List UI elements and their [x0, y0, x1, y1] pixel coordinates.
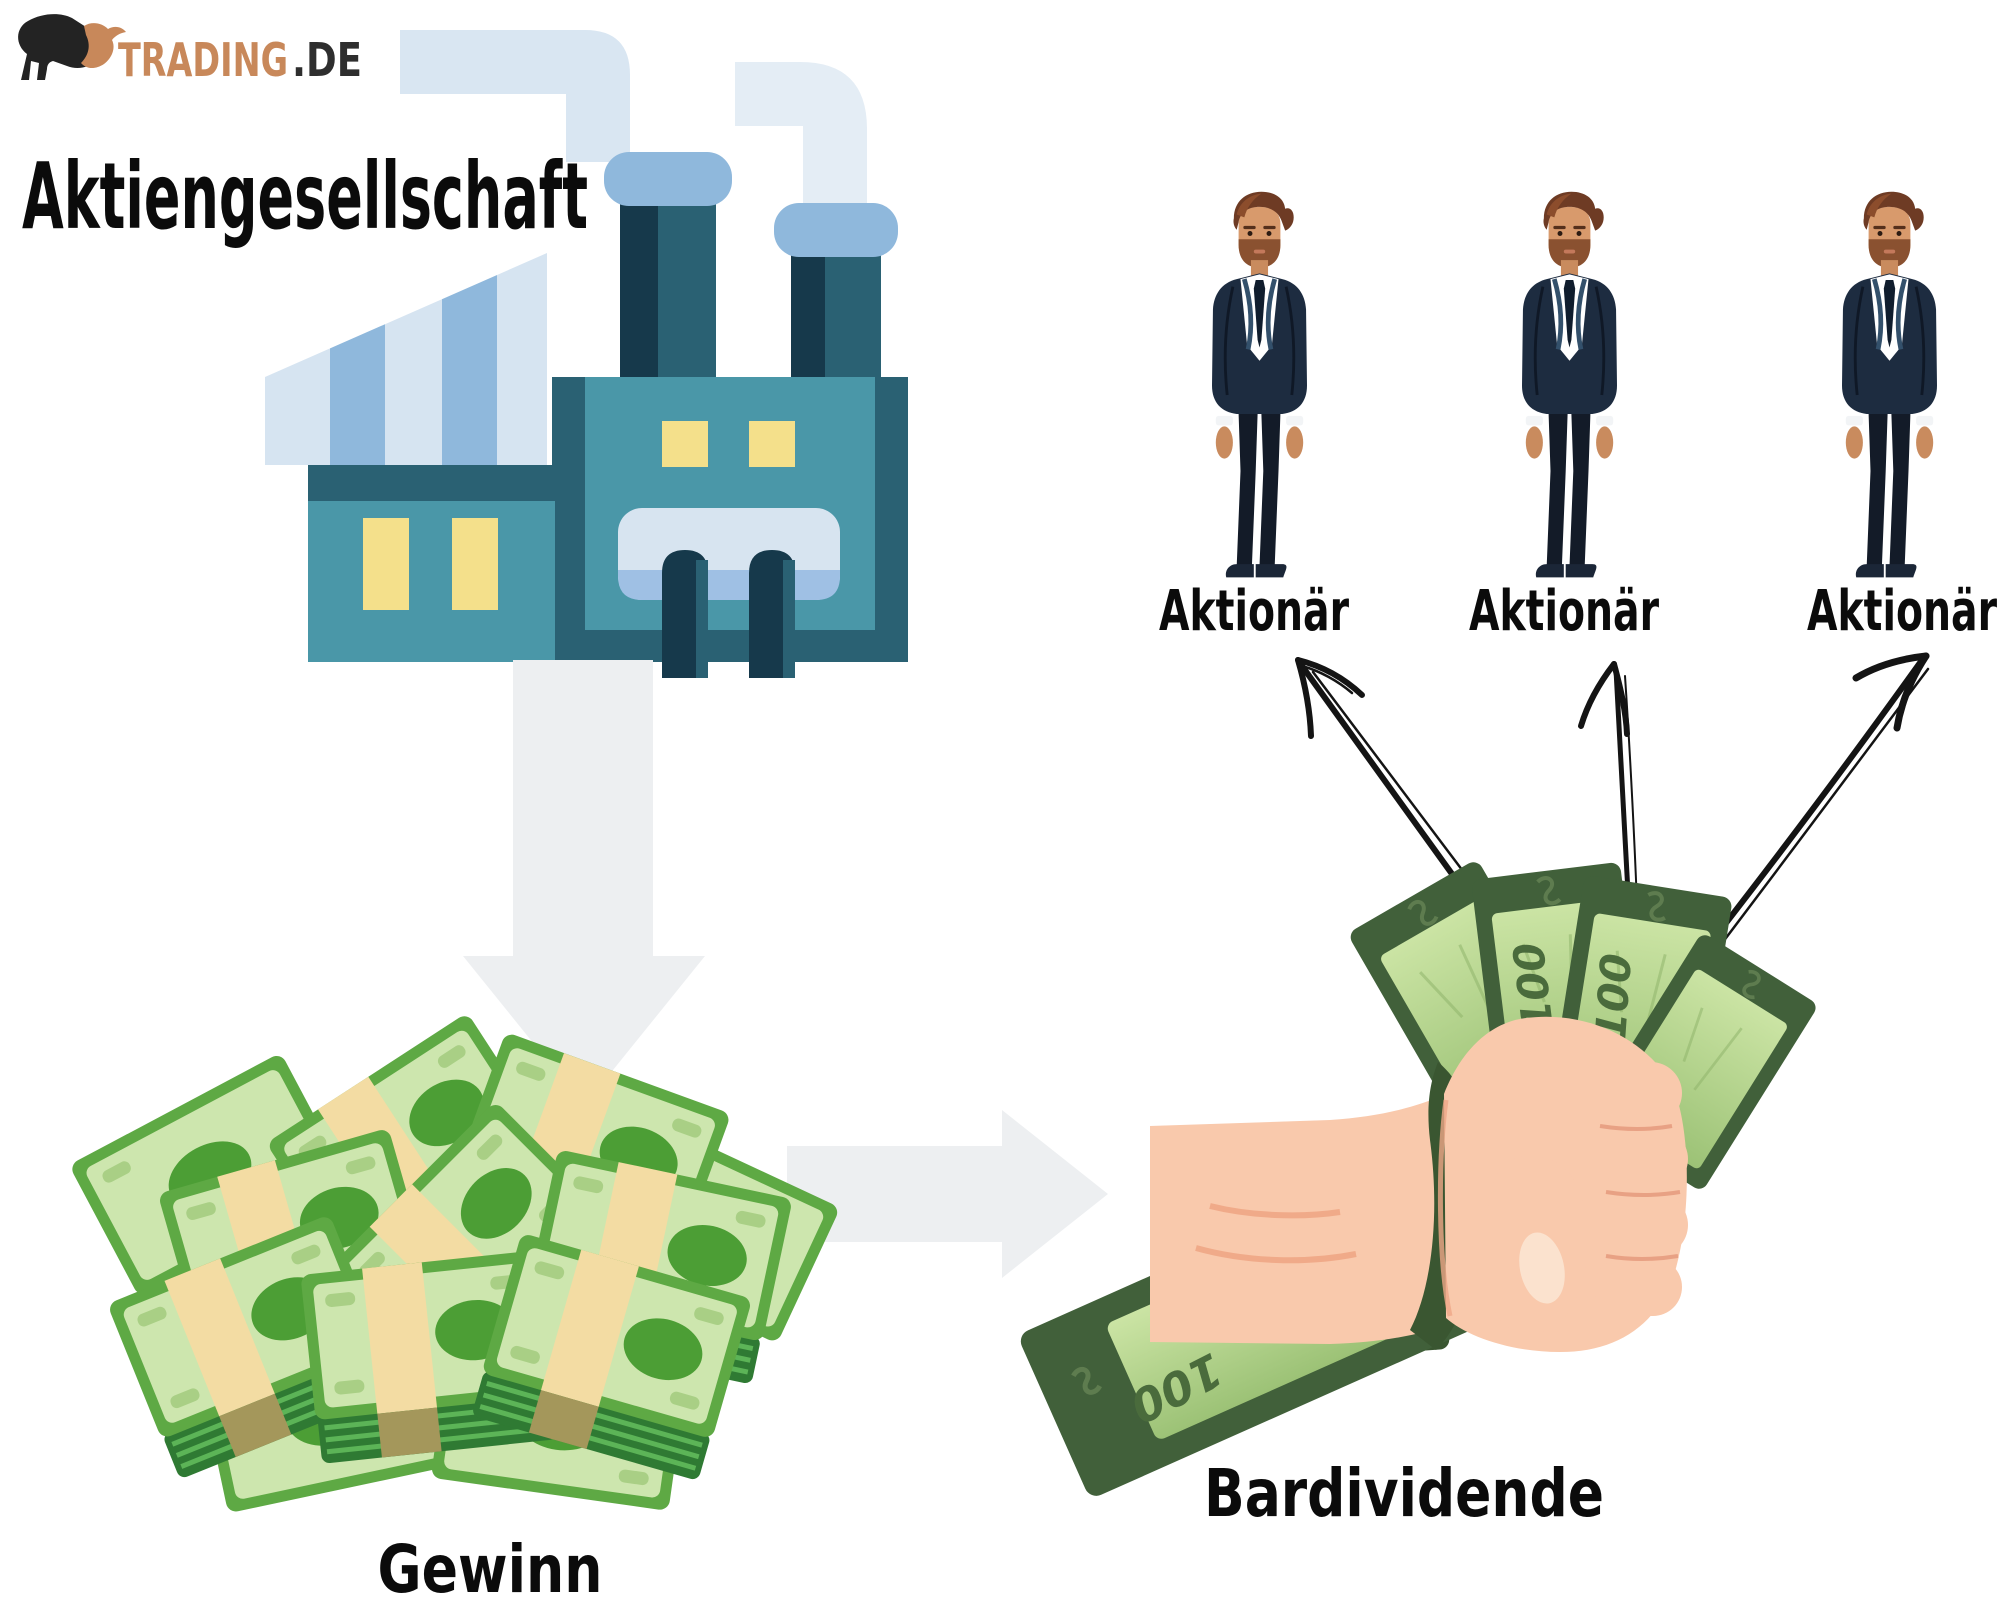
hand-cash-illustration: 100 100 100 — [1020, 856, 1821, 1496]
businessman-illustration-1 — [1212, 192, 1307, 578]
logo-suffix: .DE — [292, 33, 362, 87]
dividend-label: Bardividende — [1204, 1455, 1604, 1532]
profit-to-dividend-right-arrow — [787, 1110, 1108, 1278]
factory-roof — [265, 253, 547, 465]
shareholder-label-1: Aktionär — [1159, 579, 1349, 644]
site-logo: TRADING .DE — [18, 14, 362, 87]
shareholder-figures — [1212, 192, 1937, 578]
dividend-to-shareholder-1-arrow — [1295, 657, 1489, 913]
bull-logo-icon — [18, 14, 126, 80]
profit-label: Gewinn — [378, 1531, 603, 1600]
factory-to-profit-down-arrow — [463, 660, 705, 1106]
businessman-illustration-2 — [1522, 192, 1617, 578]
page-title: Aktiengesellschaft — [22, 143, 588, 250]
shareholder-label-3: Aktionär — [1807, 579, 1997, 644]
factory-illustration — [265, 30, 908, 678]
factory-door-pillars — [662, 550, 795, 678]
shareholder-label-2: Aktionär — [1469, 579, 1659, 644]
logo-brand: TRADING — [118, 33, 288, 87]
money-pile-illustration — [68, 1012, 841, 1514]
businessman-illustration-3 — [1842, 192, 1937, 578]
